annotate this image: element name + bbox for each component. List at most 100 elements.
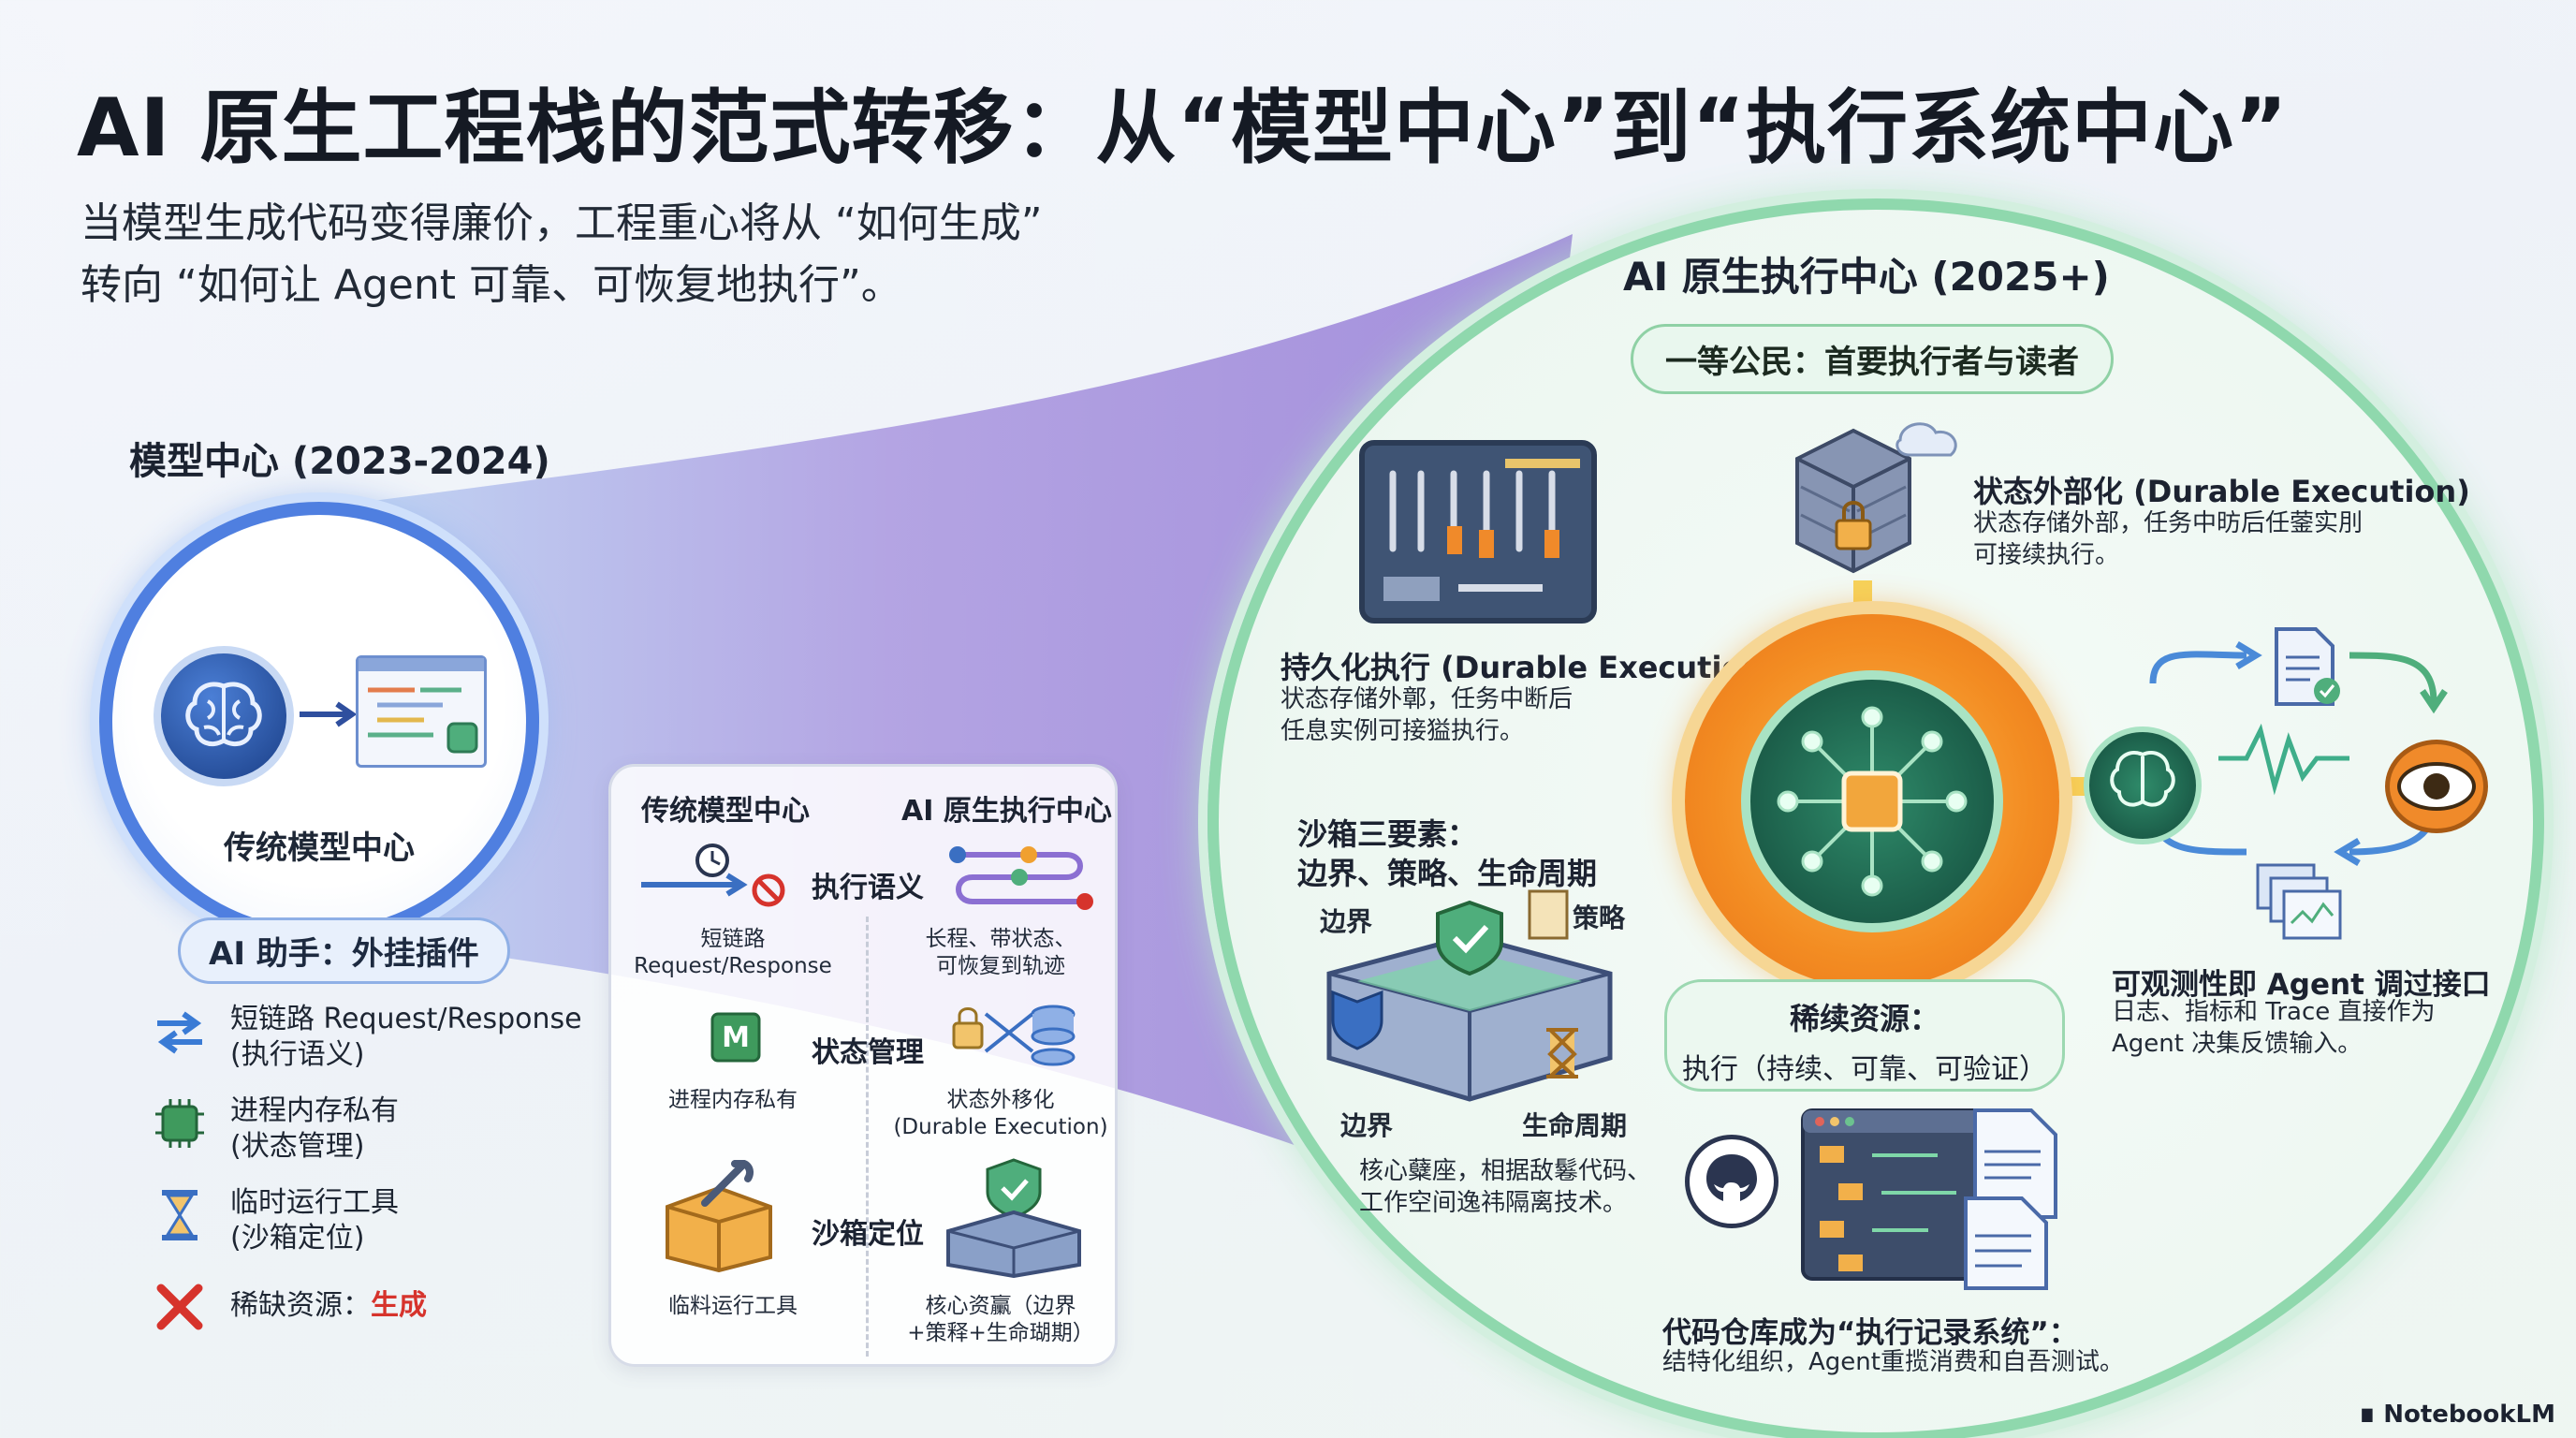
caption-line: 核心资臝（边界 bbox=[925, 1294, 1076, 1318]
comparison-card: 传统模型中心 AI 原生执行中心 短链路 Request/Response 执行语… bbox=[608, 764, 1118, 1367]
row2-right-caption: 状态外移化 (Durable Execution) bbox=[888, 1087, 1113, 1141]
github-icon bbox=[1685, 1135, 1778, 1228]
scarce-resource-box: 稀续资源： 执行（持续、可靠、可验证） bbox=[1664, 979, 2065, 1092]
observability-title: 可观测性即 Agent 调过接口 bbox=[2112, 968, 2491, 1002]
subtitle-line-1: 当模型生成代码变得廉价，工程重心将从 “如何生成” bbox=[80, 199, 1043, 247]
row1-right-caption: 长程、带状态、可恢复到轨迹 bbox=[888, 926, 1113, 980]
desc-line: 核心糵座，相据敌鬈代码、 bbox=[1359, 1157, 1652, 1185]
item-sub: (沙箱定位) bbox=[230, 1222, 365, 1255]
item-title: 短链路 Request/Response bbox=[230, 1003, 582, 1035]
memory-chip-icon: M bbox=[710, 1012, 761, 1063]
hourglass-icon bbox=[150, 1185, 210, 1245]
desc-line: Agent 决集反馈输入。 bbox=[2112, 1030, 2363, 1058]
repo-title: 代码仓库成为“执行记录系统”： bbox=[1662, 1316, 2078, 1350]
row3-left-caption: 临料运行工具 bbox=[621, 1293, 845, 1320]
chip-icon bbox=[150, 1093, 210, 1153]
caption-line: 状态外移化 bbox=[946, 1088, 1055, 1112]
desc-line: 可接续执行。 bbox=[1973, 541, 2120, 569]
long-track-icon bbox=[949, 846, 1093, 910]
title-line: 沙箱三要素： bbox=[1297, 816, 1478, 852]
sandbox-box-icon bbox=[1326, 889, 1613, 1102]
row1-label: 执行语义 bbox=[812, 872, 924, 904]
model-center-heading: 模型中心 (2023-2024) bbox=[129, 440, 550, 483]
state-externalize-desc: 状态存储外部，任务中昉后任蓥实刖可接续执行。 bbox=[1973, 507, 2363, 571]
state-external-icon bbox=[952, 1005, 1076, 1066]
subtitle-line-2: 转向 “如何让 Agent 可靠、可恢复地执行”。 bbox=[80, 261, 902, 309]
caption-line: 进程内存私有 bbox=[668, 1088, 798, 1112]
page-title: AI 原生工程栈的范式转移：从“模型中心”到“执行系统中心” bbox=[77, 81, 2289, 175]
toolbox-open-icon bbox=[666, 1160, 772, 1272]
brand-label: ∎ NotebookLM bbox=[2360, 1401, 2555, 1429]
brand-logo-icon: ∎ bbox=[2359, 1401, 2384, 1429]
caption-line: 临料运行工具 bbox=[668, 1294, 798, 1318]
row2-label: 状态管理 bbox=[812, 1036, 924, 1069]
item-title: 临时运行工具 bbox=[230, 1186, 399, 1219]
eye-icon bbox=[2385, 740, 2488, 833]
state-externalize-title: 状态外部化 (Durable Execution) bbox=[1973, 474, 2470, 509]
execution-center-heading: AI 原生执行中心 (2025+) bbox=[1623, 254, 2110, 300]
sandbox-label-boundary-bottom: 边界 bbox=[1340, 1110, 1394, 1141]
caption-line: (Durable Execution) bbox=[893, 1115, 1108, 1139]
svg-text:M: M bbox=[722, 1021, 750, 1054]
code-window-icon bbox=[356, 655, 487, 768]
scarce-value: 生成 bbox=[371, 1289, 427, 1322]
sandbox-title: 沙箱三要素： 边界、策略、生命周期 bbox=[1297, 814, 1597, 893]
caption-line: 短链路 bbox=[700, 927, 766, 951]
sandbox-desc: 核心糵座，相据敌鬈代码、工作空间逸祎隔离技术。 bbox=[1359, 1155, 1651, 1219]
compare-left-header: 传统模型中心 bbox=[641, 795, 810, 828]
title-line: 边界、策略、生命周期 bbox=[1297, 856, 1598, 891]
row3-right-caption: 核心资臝（边界 +策释+生命瑚期） bbox=[888, 1293, 1113, 1347]
desc-line: 状态存储外鄣，任务中断后 bbox=[1281, 685, 1573, 713]
log-stack-icon bbox=[2256, 863, 2342, 940]
list-item: 短链路 Request/Response(执行语义) bbox=[150, 1002, 582, 1073]
execution-core bbox=[1685, 614, 2059, 989]
item-title: 进程内存私有 bbox=[230, 1094, 399, 1127]
core-chip-icon bbox=[1741, 670, 2003, 932]
document-check-icon bbox=[2275, 627, 2340, 706]
caption-line: Request/Response bbox=[634, 954, 832, 978]
sandbox-label-lifecycle: 生命周期 bbox=[1522, 1110, 1628, 1141]
short-link-icon bbox=[641, 844, 785, 907]
durable-execution-title: 持久化执行 (Durable Execution) bbox=[1281, 650, 1778, 685]
item-sub: (状态管理) bbox=[230, 1130, 365, 1163]
first-class-citizen-pill: 一等公民：首要执行者与读者 bbox=[1631, 324, 2114, 394]
resource-title: 稀续资源： bbox=[1789, 1001, 1939, 1036]
desc-line: 日志、指标和 Trace 直接作为 bbox=[2112, 998, 2436, 1026]
compare-divider bbox=[866, 917, 869, 1357]
row3-label: 沙箱定位 bbox=[812, 1218, 924, 1251]
swap-arrows-icon bbox=[150, 1002, 210, 1062]
item-sub: (执行语义) bbox=[230, 1038, 365, 1071]
repo-window-icon bbox=[1801, 1108, 2057, 1290]
sandbox-label-policy: 策略 bbox=[1573, 902, 1626, 933]
ai-assistant-pill: AI 助手：外挂插件 bbox=[178, 917, 510, 984]
durable-execution-desc: 状态存储外鄣，任务中断后任息实例可接獈执行。 bbox=[1281, 683, 1573, 747]
secure-server-icon bbox=[1795, 422, 1957, 574]
repo-desc: 结特化组织，Agent重揽消费和自吾测试。 bbox=[1662, 1348, 2124, 1376]
observability-desc: 日志、指标和 Trace 直接作为 Agent 决集反馈输入。 bbox=[2112, 996, 2436, 1060]
model-center-list: 短链路 Request/Response(执行语义) 进程内存私有(状态管理) … bbox=[150, 1002, 582, 1357]
cross-icon bbox=[150, 1277, 210, 1337]
model-center-circle: 传统模型中心 bbox=[99, 502, 539, 942]
brain-sensor-icon bbox=[2084, 726, 2202, 844]
list-item: 进程内存私有(状态管理) bbox=[150, 1093, 582, 1165]
scarce-label: 稀缺资源： bbox=[230, 1289, 371, 1322]
row2-left-caption: 进程内存私有 bbox=[621, 1087, 845, 1114]
caption-line: 可恢复到轨迹 bbox=[936, 954, 1065, 978]
model-center-label: 传统模型中心 bbox=[224, 829, 415, 867]
list-item: 稀缺资源：生成 bbox=[150, 1277, 582, 1337]
compare-right-header: AI 原生执行中心 bbox=[901, 795, 1112, 828]
brand-text: NotebookLM bbox=[2383, 1401, 2555, 1429]
desc-line: 状态存储外部，任务中昉后任蓥实刖 bbox=[1973, 509, 2364, 537]
brain-icon bbox=[154, 646, 294, 786]
desc-line: 工作空间逸祎隔离技术。 bbox=[1359, 1189, 1628, 1217]
sandbox-label-boundary-top: 边界 bbox=[1320, 906, 1373, 937]
row1-left-caption: 短链路 Request/Response bbox=[621, 926, 845, 980]
page-subtitle: 当模型生成代码变得廉价，工程重心将从 “如何生成” 转向 “如何让 Agent … bbox=[80, 193, 1204, 316]
caption-line: 长程、带状态、 bbox=[925, 927, 1076, 951]
desc-line: 任息实例可接獈执行。 bbox=[1281, 717, 1525, 745]
sandbox-core-icon bbox=[946, 1158, 1081, 1278]
caption-line: +策释+生命瑚期） bbox=[907, 1321, 1094, 1345]
resource-desc: 执行（持续、可靠、可验证） bbox=[1682, 1053, 2047, 1086]
list-item: 临时运行工具(沙箱定位) bbox=[150, 1185, 582, 1256]
toolbox-icon bbox=[1359, 440, 1597, 624]
